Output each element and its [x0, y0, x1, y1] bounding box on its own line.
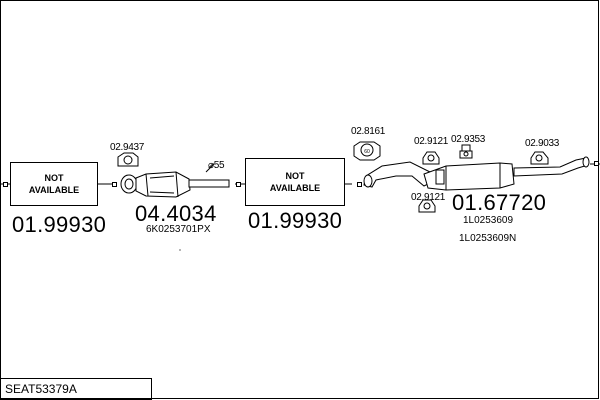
oem-reference: 1L0253609: [463, 215, 514, 226]
connector-square: [3, 182, 8, 187]
oem-reference: 1L0253609N: [459, 233, 517, 244]
rubber-hanger-icon: [418, 199, 436, 213]
flange-gasket-icon: 60: [353, 141, 381, 161]
svg-text:60: 60: [364, 149, 370, 155]
not-available-box: NOT AVAILABLE: [245, 158, 345, 206]
fitting-part-number[interactable]: 02.9437: [110, 142, 145, 153]
catalytic-converter-icon: [120, 171, 230, 198]
fitting-part-number[interactable]: 02.9121: [414, 136, 449, 147]
diameter-leader-line: [205, 163, 215, 173]
connector-square: [236, 182, 241, 187]
part-number[interactable]: 04.4034: [135, 201, 217, 226]
rubber-hanger-icon: [459, 144, 473, 159]
fitting-part-number[interactable]: 02.9121: [411, 192, 446, 203]
fitting-part-number[interactable]: 02.9033: [525, 138, 560, 149]
connector-square: [594, 161, 599, 166]
part-number[interactable]: 01.99930: [12, 212, 107, 237]
diagram-title: SEAT53379A: [0, 378, 152, 400]
connector-square: [357, 182, 362, 187]
fitting-part-number[interactable]: 02.9353: [451, 134, 486, 145]
fitting-part-number[interactable]: 02.8161: [351, 126, 386, 137]
rubber-hanger-icon: [530, 151, 549, 165]
rear-silencer-icon: [363, 156, 590, 191]
part-number[interactable]: 01.99930: [248, 208, 343, 233]
part-number[interactable]: 01.67720: [452, 190, 547, 215]
oem-reference: 6K0253701PX: [146, 224, 211, 235]
rubber-hanger-icon: [422, 151, 440, 165]
clamp-ring-icon: [117, 152, 139, 167]
pipe-diameter-label: ⌀55: [208, 160, 225, 171]
connector-square: [112, 182, 117, 187]
not-available-box: NOT AVAILABLE: [10, 162, 98, 206]
